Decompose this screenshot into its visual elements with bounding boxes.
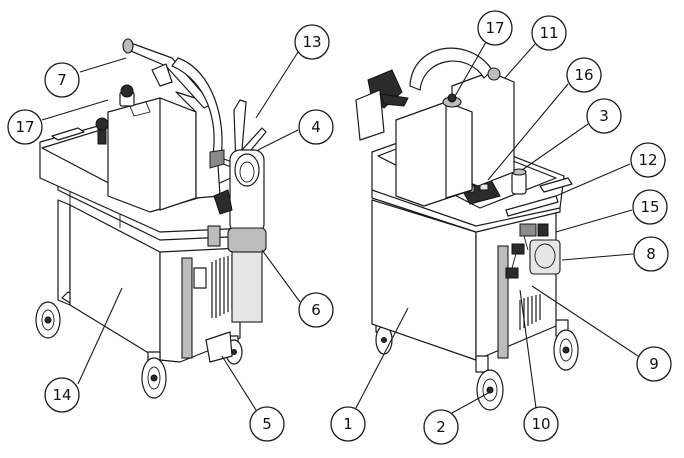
callout-circle [7,109,43,145]
left-machine [35,38,267,399]
callout-circle [249,406,285,442]
callout-number: 6 [311,301,321,319]
leader-line-9 [531,285,639,357]
callout-17: 17 [477,10,513,46]
callout-circle [630,142,666,178]
leader-line-3 [521,123,589,171]
callout-circle [330,406,366,442]
callout-number: 17 [485,19,504,37]
callout-10: 10 [523,406,559,442]
leader-line-11 [504,43,536,79]
callout-number: 5 [262,415,272,433]
callout-number: 14 [52,386,71,404]
callout-circle [566,57,602,93]
leader-line-14 [77,287,123,385]
leader-line-6 [261,249,301,303]
leader-line-12 [555,163,631,197]
callout-circle [523,406,559,442]
callout-8: 8 [633,236,669,272]
callout-number: 17 [15,118,34,136]
callout-number: 9 [649,355,659,373]
leader-line-10 [519,289,537,409]
callout-circle [531,15,567,51]
callout-number: 4 [311,118,321,136]
rear-jug-cap [442,93,462,108]
callout-number: 2 [436,418,446,436]
gun-holder [227,149,267,323]
callout-number: 1 [343,415,353,433]
callout-6: 6 [298,292,334,328]
leader-lines [41,41,639,414]
callout-circle [298,292,334,328]
leader-line-16 [487,83,569,181]
callout-circle [298,109,334,145]
callout-number: 7 [57,71,67,89]
callout-14: 14 [44,377,80,413]
callout-circle [632,189,668,225]
air-fittings [505,223,549,279]
callout-circle [423,409,459,445]
callout-16: 16 [566,57,602,93]
leader-line-5 [221,355,257,411]
callout-1: 1 [330,406,366,442]
leader-line-17 [454,41,487,97]
callout-13: 13 [294,24,330,60]
leader-line-7 [79,57,127,73]
callout-17: 17 [7,109,43,145]
callout-number: 13 [302,33,321,51]
right-front-wheel [475,355,504,411]
right-machine [355,47,579,411]
callout-7: 7 [44,62,80,98]
callout-circle [294,24,330,60]
callout-circle [633,236,669,272]
leader-line-15 [555,209,633,233]
leader-line-17 [41,99,109,121]
callout-number: 15 [640,198,659,216]
leader-line-13 [255,51,299,119]
right-rear-wheel-right [553,319,579,371]
callout-circle [477,10,513,46]
callout-number: 3 [599,107,609,125]
callout-4: 4 [298,109,334,145]
left-front-wheel-left [141,351,167,399]
callout-number: 11 [539,24,558,42]
leader-line-8 [561,253,634,261]
callout-circle [586,98,622,134]
leader-line-4 [257,129,299,151]
callout-circle [636,346,672,382]
callout-number: 12 [638,151,657,169]
callout-9: 9 [636,346,672,382]
pressure-regulator [529,239,561,275]
leader-line-1 [355,307,409,409]
leader-line-2 [451,391,491,414]
callout-circle [44,377,80,413]
callout-circle [44,62,80,98]
left-jug-cap [119,84,135,107]
callout-number: 10 [531,415,550,433]
callout-15: 15 [632,189,668,225]
fitting-post [511,168,527,195]
callout-number: 8 [646,245,656,263]
callout-3: 3 [586,98,622,134]
callout-2: 2 [423,409,459,445]
callout-5: 5 [249,406,285,442]
callout-11: 11 [531,15,567,51]
callout-number: 16 [574,66,593,84]
left-rear-wheel-left [35,301,61,339]
callout-12: 12 [630,142,666,178]
